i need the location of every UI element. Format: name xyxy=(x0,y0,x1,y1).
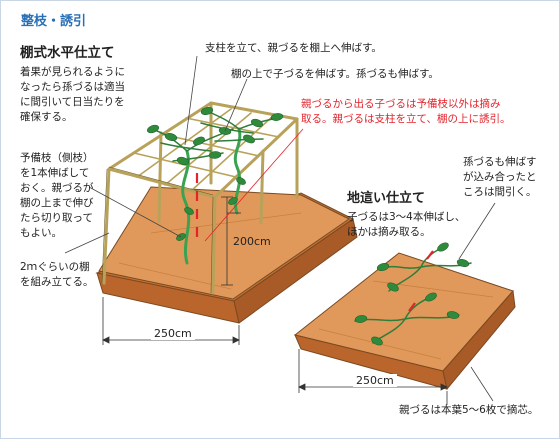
header-title: 整枝・誘引 xyxy=(21,14,87,29)
ground-leaves xyxy=(354,242,470,346)
red-cut-marks-right xyxy=(408,250,434,312)
ground-note-grandchild: 孫づるも伸ばす が込み合ったと ころは間引く。 xyxy=(463,156,537,198)
dim-height-label: 200cm xyxy=(233,235,271,248)
ground-bed xyxy=(293,252,516,391)
ground-vines xyxy=(354,244,472,344)
ground-note-pinch: 親づるは本葉5～6枚で摘芯。 xyxy=(399,404,539,416)
ground-note-children: 子づるは3～4本伸ばし、 ほかは摘み取る。 xyxy=(347,211,466,238)
trellis-note-grandchild: 着果が見られるように なったら孫づるは適当 に間引いて日当たりを 確保する。 xyxy=(20,66,125,123)
leader-lines-right xyxy=(458,202,496,402)
trellis-note-on-trellis: 棚の上で子づるを伸ばす。孫づるも伸ばす。 xyxy=(231,68,439,80)
width-dimension-right xyxy=(298,349,448,405)
width-dimension-left xyxy=(102,297,240,345)
trellis-title: 棚式水平仕立て xyxy=(20,45,115,61)
trellis-note-prop: 支柱を立て、親づるを棚上へ伸ばす。 xyxy=(205,42,382,54)
trellis-frame xyxy=(102,101,299,295)
trellis-note-red: 親づるから出る子づるは予備枝以外は摘み 取る。親づるは支柱を立て、棚の上に誘引。 xyxy=(301,98,511,125)
trellis-note-side-vine: 予備枝（側枝） を1本伸ばして おく。親づるが 棚の上まで伸び たら切り取って … xyxy=(20,152,94,239)
ground-title: 地這い仕立て xyxy=(347,191,426,206)
dim-width-label-left: 250cm xyxy=(151,327,195,340)
dim-width-label-right: 250cm xyxy=(353,374,397,387)
trellis-bed xyxy=(95,186,358,324)
trellis-note-frame: 2ｍぐらいの棚 を組み立てる。 xyxy=(20,261,94,288)
leader-lines-left xyxy=(64,55,304,254)
